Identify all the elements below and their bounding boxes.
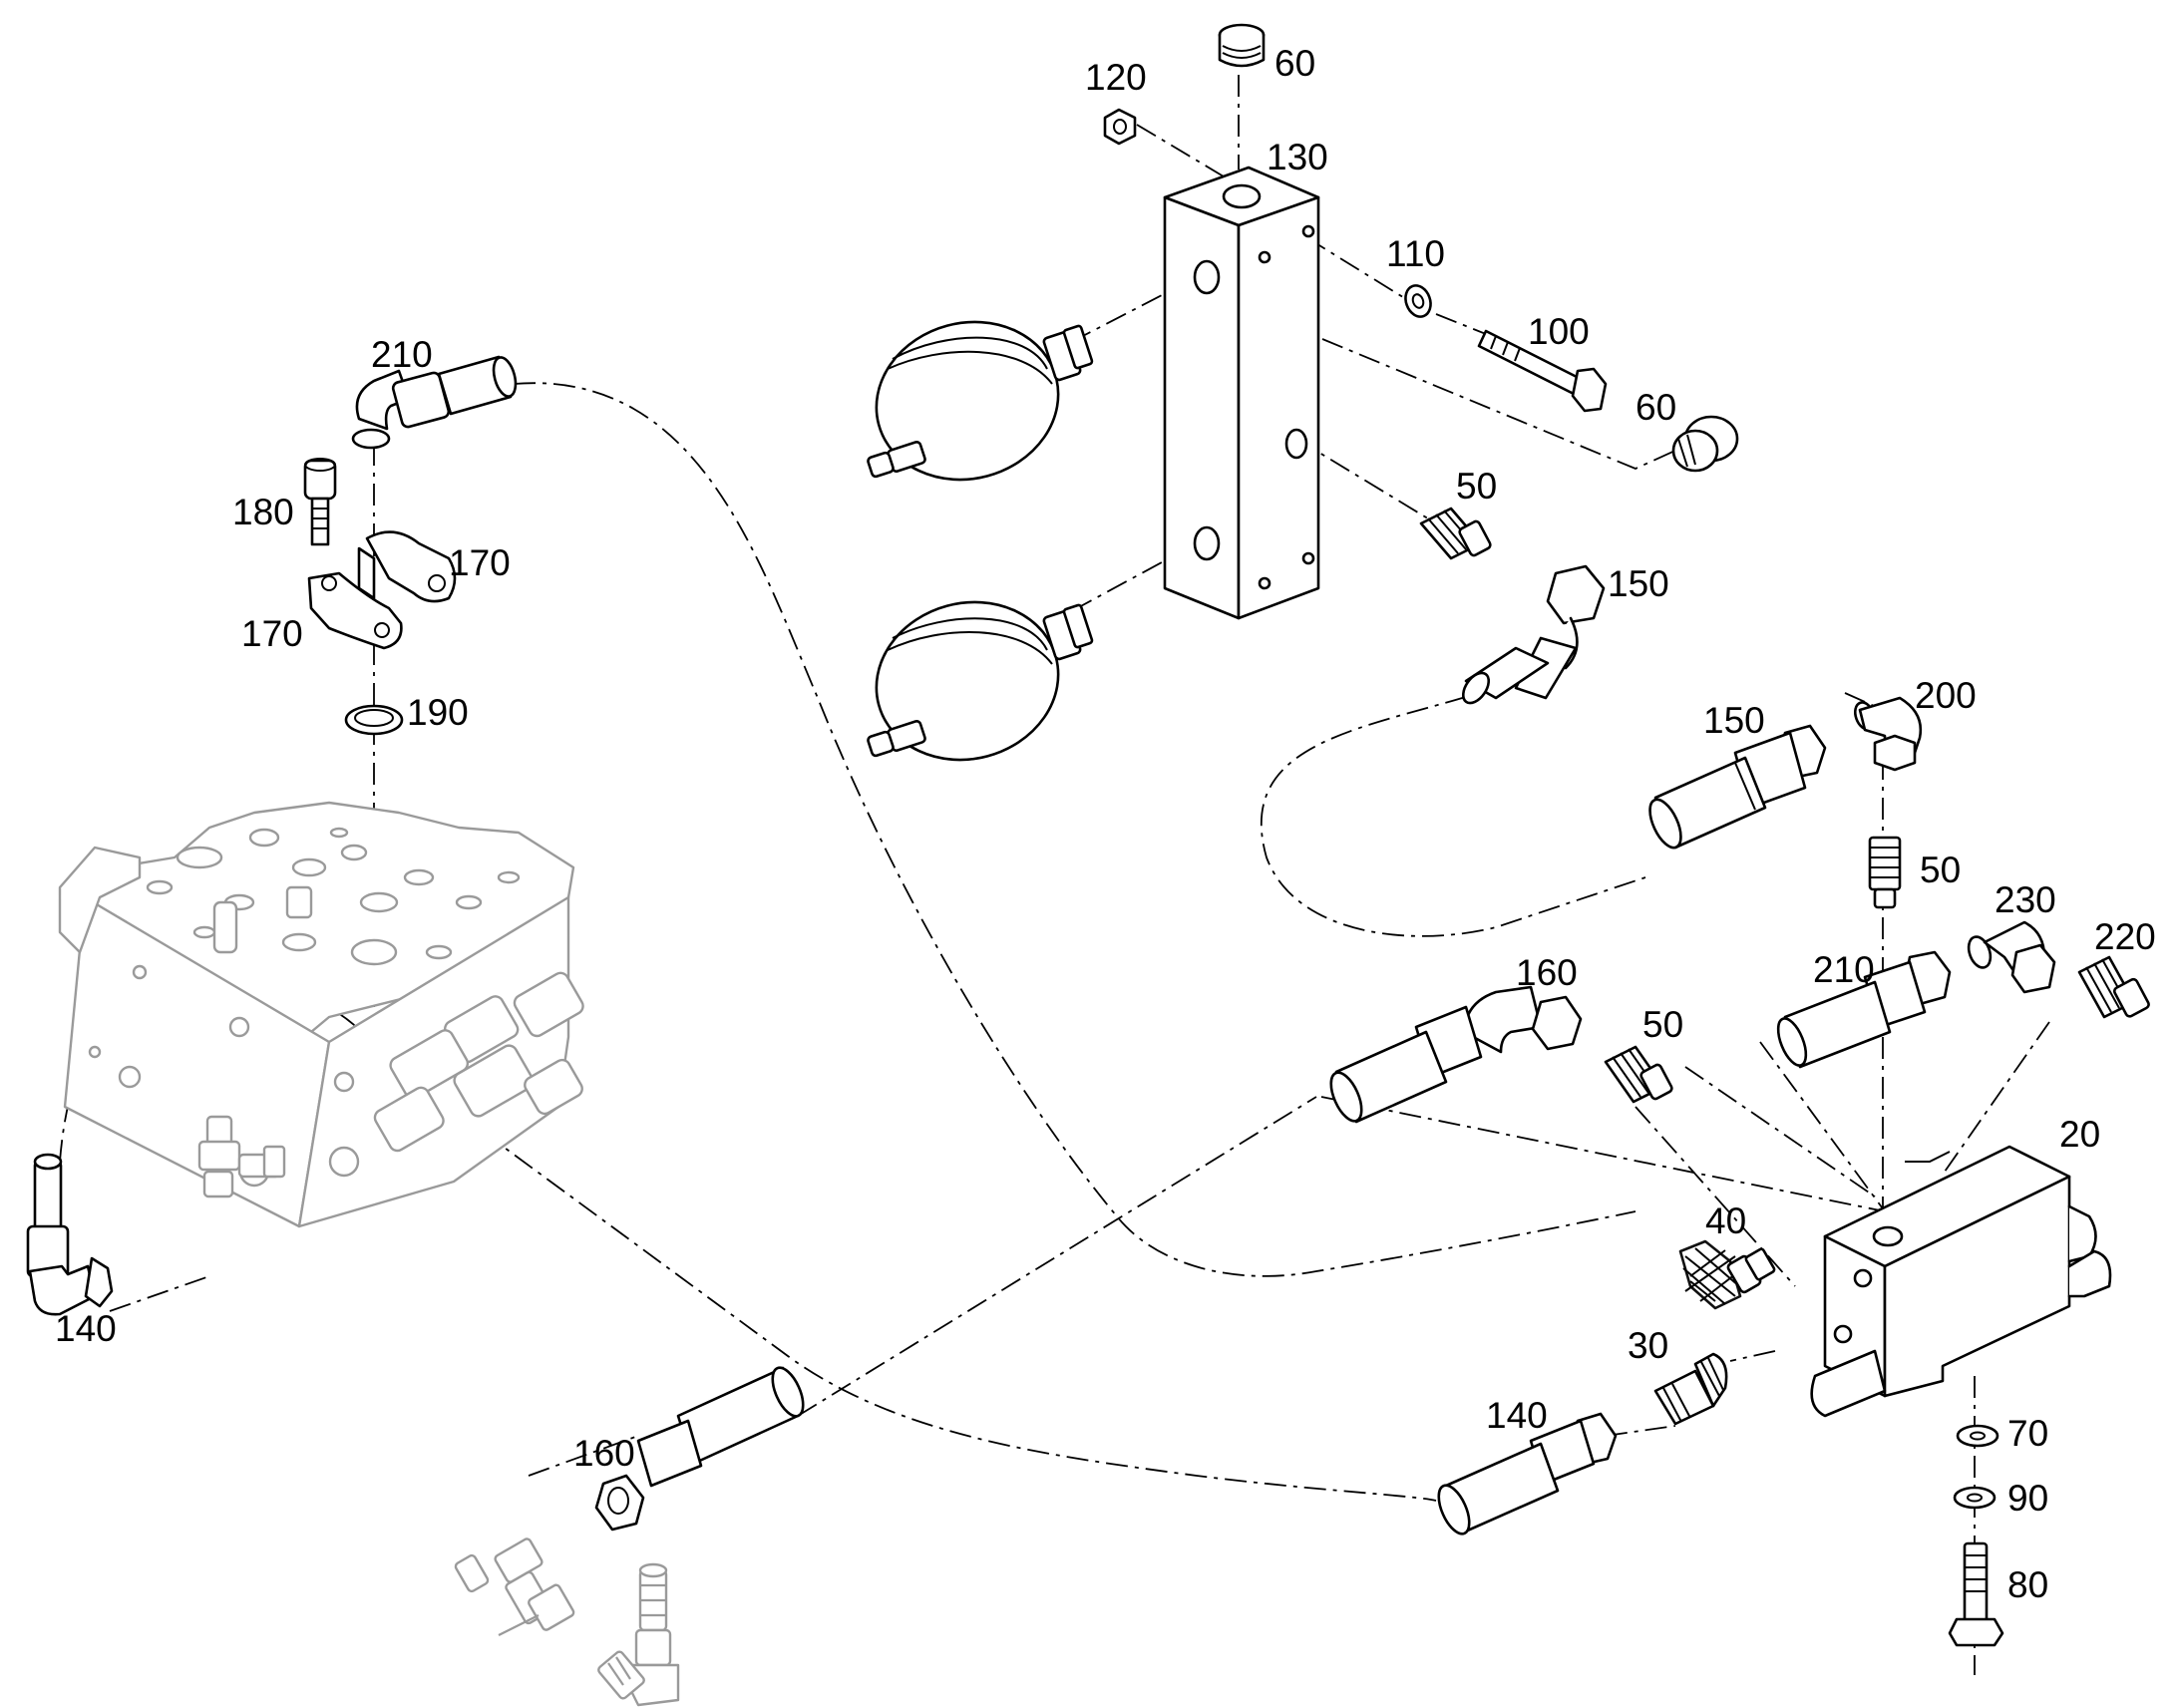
callout-110: 110 <box>1386 233 1445 274</box>
callout-100: 100 <box>1528 311 1590 352</box>
callout-170-left: 170 <box>241 613 303 654</box>
hose-150-upper <box>1461 564 1606 705</box>
callout-40: 40 <box>1705 1200 1746 1241</box>
callout-20: 20 <box>2059 1114 2100 1155</box>
callout-140-left: 140 <box>55 1308 117 1349</box>
callout-160-bottom: 160 <box>573 1433 635 1474</box>
hose-160-bottom <box>594 1366 805 1532</box>
callout-30: 30 <box>1628 1325 1668 1366</box>
strainer-40 <box>1678 1239 1776 1310</box>
callout-50-mid: 50 <box>1920 850 1961 890</box>
callout-80: 80 <box>2007 1564 2048 1605</box>
callout-150-mid: 150 <box>1703 700 1765 741</box>
callout-140-right: 140 <box>1486 1395 1548 1436</box>
washer-70 <box>1956 1424 1999 1448</box>
tee-fittings-grey <box>454 1537 680 1707</box>
nut-120 <box>1103 108 1137 146</box>
callout-190: 190 <box>407 692 469 733</box>
flange-half-170-right <box>357 530 457 603</box>
flange-half-170-left <box>307 571 403 650</box>
callout-60-right: 60 <box>1635 387 1676 428</box>
oring-190 <box>344 704 404 736</box>
fitting-50-low <box>1604 1045 1673 1104</box>
callout-220: 220 <box>2094 916 2156 957</box>
callout-labels: 60 120 130 110 100 60 50 150 210 180 170… <box>55 43 2156 1605</box>
elbow-200 <box>1853 696 1923 772</box>
callout-230: 230 <box>1995 879 2056 920</box>
washer-90 <box>1953 1486 1997 1510</box>
plug-60-right <box>1671 415 1739 473</box>
bolt-80 <box>1948 1541 2004 1647</box>
hose-140-left <box>26 1153 114 1316</box>
hose-210-mid <box>1776 950 1952 1069</box>
callout-120: 120 <box>1085 57 1147 98</box>
callout-160-top: 160 <box>1516 952 1578 993</box>
callout-180: 180 <box>232 492 294 532</box>
callout-170-right: 170 <box>449 542 511 583</box>
callout-210-mid: 210 <box>1813 949 1875 990</box>
hose-140-right <box>1437 1412 1618 1536</box>
valve-block-20 <box>1810 1145 2112 1418</box>
screw-180 <box>303 458 337 546</box>
callout-70: 70 <box>2007 1413 2048 1454</box>
callout-200: 200 <box>1915 675 1977 716</box>
bolt-100 <box>1477 329 1608 413</box>
callout-90: 90 <box>2007 1478 2048 1519</box>
fitting-50-mid <box>1868 836 1902 909</box>
elbow-210-top <box>351 355 518 450</box>
callout-50-top: 50 <box>1456 466 1497 507</box>
hose-150-mid <box>1648 724 1827 850</box>
accumulator-upper <box>867 320 1094 482</box>
elbow-230 <box>1967 920 2056 994</box>
plug-60-top <box>1218 23 1266 68</box>
callout-60-top: 60 <box>1274 43 1315 84</box>
callout-50-low: 50 <box>1642 1004 1683 1045</box>
hose-160-right <box>1329 985 1583 1124</box>
control-valve-body <box>58 801 584 1228</box>
fitting-220 <box>2077 955 2150 1019</box>
callout-130: 130 <box>1267 137 1328 177</box>
callout-210-top: 210 <box>371 334 433 375</box>
fitting-30 <box>1653 1352 1728 1426</box>
fitting-50-top <box>1419 507 1492 560</box>
callout-150-top: 150 <box>1608 563 1669 604</box>
manifold-block <box>1163 166 1320 620</box>
accumulator-lower <box>867 600 1094 762</box>
washer-110 <box>1404 284 1432 318</box>
